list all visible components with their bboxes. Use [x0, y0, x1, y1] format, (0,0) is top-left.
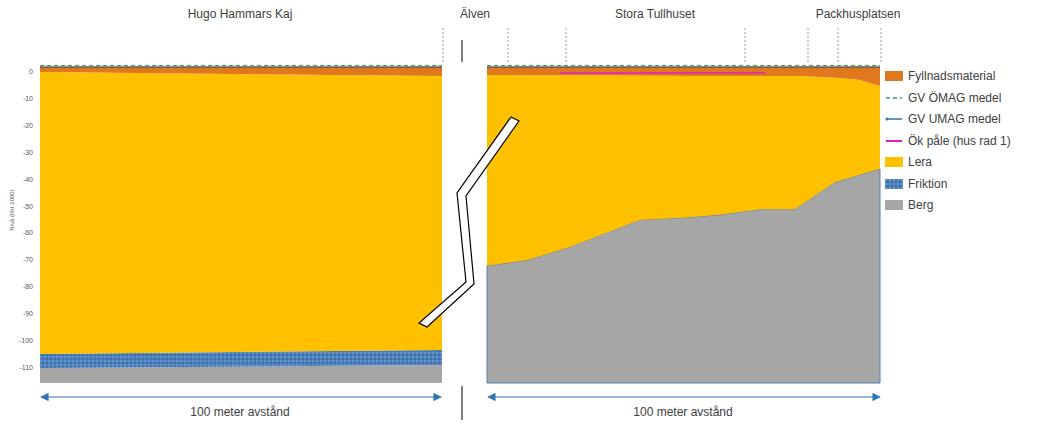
legend-sample	[885, 114, 903, 124]
break-line	[462, 40, 463, 62]
legend-sample	[885, 93, 903, 103]
axis-tick: -100	[19, 337, 33, 345]
clay-layer	[487, 75, 880, 266]
gv-umag-line	[40, 67, 442, 68]
gv-omag-line	[487, 65, 880, 66]
left-panel	[40, 66, 442, 384]
axis-tick: -20	[23, 122, 33, 130]
dimension-arrow	[488, 396, 880, 397]
legend-item: Fyllnadsmaterial	[885, 69, 1045, 83]
drawing-part	[838, 28, 839, 62]
axis-tick: -10	[23, 95, 33, 103]
legend-sample	[885, 179, 903, 189]
break-symbol	[419, 40, 519, 420]
legend-item: Ök påle (hus rad 1)	[885, 134, 1045, 148]
drawing-part	[443, 28, 444, 62]
legend-text: Fyllnadsmaterial	[908, 69, 995, 83]
section-separator	[443, 28, 881, 62]
break-line	[462, 386, 463, 420]
drawing-part	[566, 28, 567, 62]
axis-tick: -70	[23, 256, 33, 264]
legend-text: Ök påle (hus rad 1)	[908, 134, 1011, 148]
axis-tick: -110	[20, 364, 34, 372]
drawing-part	[881, 28, 882, 62]
axis-tick: -60	[23, 230, 33, 238]
legend-swatch	[885, 200, 903, 210]
axis-tick: -50	[23, 203, 33, 211]
fill-layer	[487, 66, 880, 86]
legend-sample-line	[886, 140, 902, 142]
legend-item: GV ÖMAG medel	[885, 91, 1045, 105]
axis-tick: -80	[23, 283, 33, 291]
legend-text: GV ÖMAG medel	[908, 91, 1001, 105]
legend-swatch	[885, 71, 903, 81]
legend-sample-line	[886, 97, 902, 99]
section-name: Stora Tullhuset	[615, 8, 695, 21]
axis-tick: -90	[23, 310, 33, 318]
dimension-label: 100 meter avstånd	[190, 406, 289, 419]
drawing-part	[745, 28, 746, 62]
axis-tick: 0	[29, 68, 33, 76]
section-name: Älven	[460, 8, 490, 21]
pile-level-line	[560, 72, 765, 74]
axis-tick: -40	[23, 176, 33, 184]
legend-item: Berg	[885, 198, 1045, 212]
legend-text: Lera	[908, 155, 932, 169]
break-zigzag	[419, 117, 519, 327]
clay-layer	[40, 72, 442, 354]
legend-item: Lera	[885, 155, 1045, 169]
drawing-part	[508, 28, 509, 62]
legend-item: GV UMAG medel	[885, 112, 1045, 126]
legend-sample-line	[886, 118, 902, 120]
fill-layer	[40, 66, 442, 76]
legend-sample-dot	[886, 118, 889, 121]
rock-layer	[40, 365, 442, 383]
axis-tick: -30	[23, 149, 33, 157]
axis-title: Nivå (RH 2000)	[9, 189, 16, 230]
legend-text: Friktion	[908, 177, 947, 191]
dimension-arrow	[41, 396, 441, 397]
legend-sample-fill	[885, 179, 903, 189]
legend-sample	[885, 136, 903, 146]
gv-umag-line	[487, 67, 880, 68]
legend-text: GV UMAG medel	[908, 112, 1001, 126]
legend-swatch	[885, 157, 903, 167]
right-panel	[487, 66, 880, 384]
section-name: Packhusplatsen	[816, 8, 901, 21]
distance-arrows	[41, 397, 880, 398]
legend-item: Friktion	[885, 177, 1045, 191]
section-name: Hugo Hammars Kaj	[188, 8, 293, 21]
dimension-label: 100 meter avstånd	[633, 406, 732, 419]
legend-text: Berg	[908, 198, 933, 212]
drawing-part	[808, 28, 809, 62]
gv-omag-line	[40, 65, 442, 66]
